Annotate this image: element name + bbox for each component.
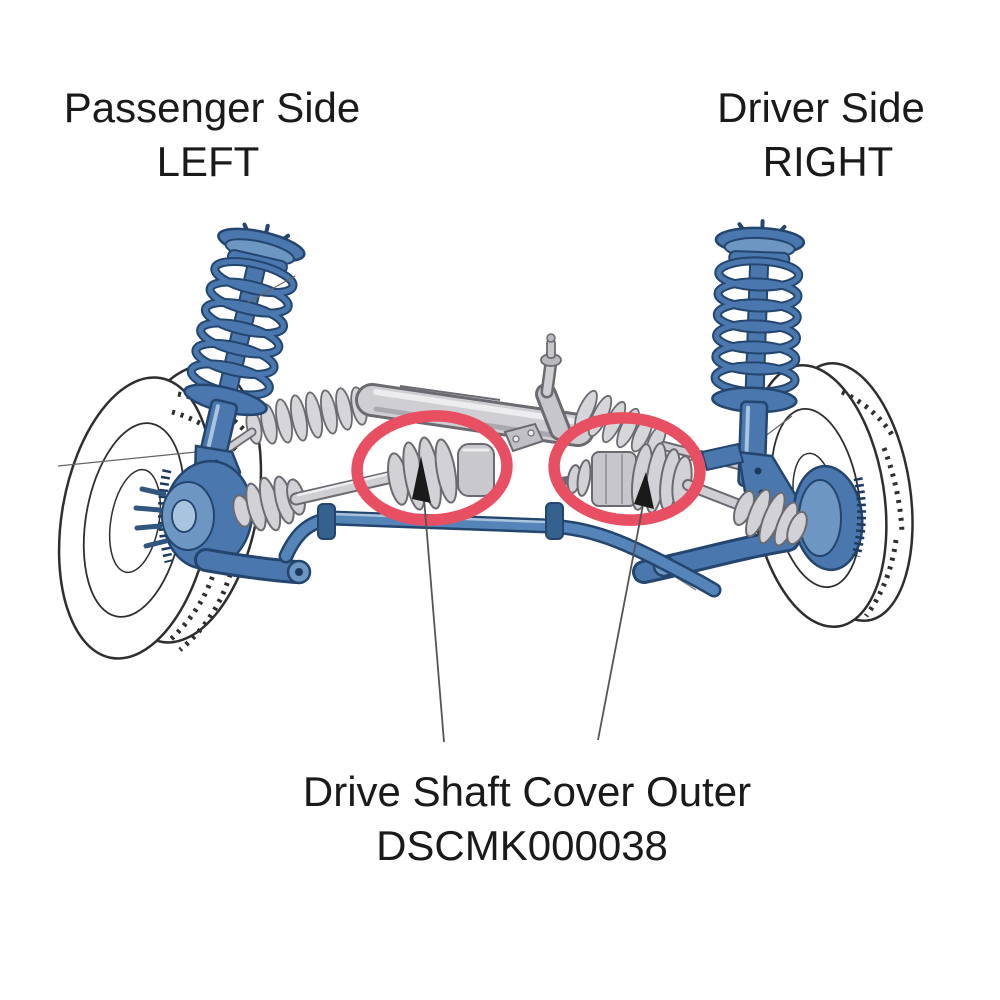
right-tire-tread-marks (840, 389, 905, 618)
cv-joint-nut (591, 451, 637, 507)
highlight-ellipse-right (548, 412, 706, 526)
left-drive-axle (232, 436, 495, 532)
highlight-ellipse-left (351, 410, 513, 526)
left-lower-control-arm (194, 548, 312, 585)
right-brake-rotor (792, 464, 867, 572)
part-number-label: DSCMK000038 (376, 822, 668, 869)
sway-bar-clamp-left (317, 503, 336, 540)
right-inner-cv-boot (732, 488, 808, 547)
pointer-annotations (412, 456, 654, 743)
pointer-arrowhead-right (634, 472, 654, 509)
wheel-studs (133, 486, 169, 549)
drive-shaft-cover-outer-left (387, 436, 495, 511)
left-brake-rotor (133, 459, 254, 571)
driver-side-label-line2: RIGHT (763, 138, 894, 185)
driver-side-label-line1: Driver Side (717, 84, 925, 131)
passenger-side-label-line2: LEFT (157, 138, 260, 185)
drive-shaft-cover-outer-right (591, 442, 693, 514)
steering-rack-left-bellows (245, 386, 368, 445)
part-name-label: Drive Shaft Cover Outer (303, 768, 751, 815)
right-drive-axle (553, 442, 808, 547)
rack-pinion (535, 333, 571, 441)
pointer-line-left (423, 497, 445, 743)
pointer-line-right (597, 504, 644, 741)
pointer-arrowhead-left (412, 456, 431, 503)
sway-bar-clamp-right (545, 502, 564, 540)
sway-bar (278, 502, 722, 598)
passenger-side-label-line1: Passenger Side (64, 84, 361, 131)
